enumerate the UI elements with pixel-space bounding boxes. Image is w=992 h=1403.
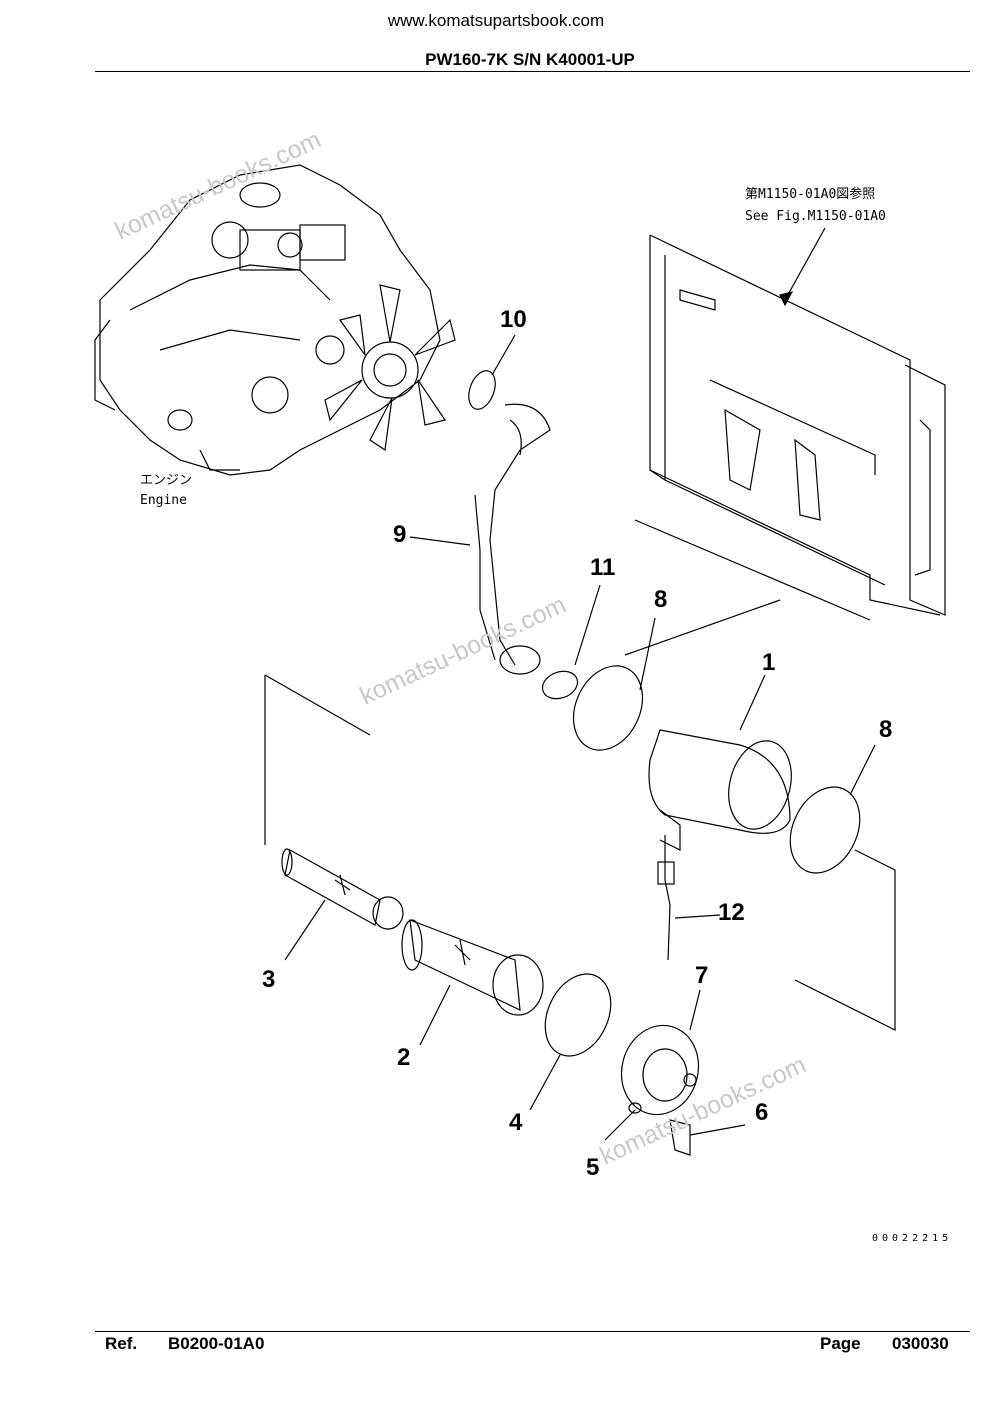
valve-6 [669, 1119, 691, 1156]
watermark: komatsu-books.com [111, 126, 326, 246]
engine-label-jp: エンジン [140, 473, 192, 488]
ref-value: B0200-01A0 [168, 1334, 265, 1353]
callout-6: 6 [755, 1099, 768, 1126]
element-2 [401, 919, 544, 1016]
site-url: www.komatsupartsbook.com [387, 11, 605, 30]
safety-element-3 [281, 848, 404, 930]
hose-end [499, 645, 541, 675]
callout-1: 1 [762, 649, 775, 676]
sensor-12-body [657, 861, 675, 885]
gasket-8-lower [789, 786, 861, 874]
hose-9 [489, 403, 551, 666]
callout-4: 4 [509, 1109, 523, 1136]
callout-8-upper: 8 [654, 586, 667, 613]
header-rule [95, 71, 970, 72]
ref-fig-en: See Fig.M1150-01A0 [745, 209, 886, 224]
watermark: komatsu-books.com [596, 1051, 811, 1171]
ref-arrow [784, 227, 826, 301]
callout-8-lower: 8 [879, 716, 892, 743]
ref-fig-jp: 第M1150-01A0図参照 [745, 186, 875, 202]
gasket-4 [544, 973, 612, 1057]
callout-2: 2 [397, 1044, 410, 1071]
callout-12: 12 [718, 899, 745, 926]
callout-3: 3 [262, 966, 275, 993]
watermark: komatsu-books.com [356, 591, 571, 711]
cover-7 [620, 1024, 700, 1116]
page-value: 030030 [892, 1334, 949, 1353]
bracket-plate [634, 234, 946, 621]
clip-5 [628, 1102, 642, 1114]
sensor-12 [664, 835, 671, 961]
engine-label-en: Engine [140, 493, 187, 508]
clamp-10 [468, 370, 496, 410]
drawing-code: 00022215 [872, 1233, 952, 1244]
footer-rule [95, 1331, 970, 1332]
ref-arrow-head [779, 291, 794, 307]
callout-11: 11 [590, 554, 615, 581]
gasket-8-upper [572, 665, 644, 751]
callout-7: 7 [695, 962, 708, 989]
clamp-11 [541, 670, 579, 700]
engine-illustration [94, 164, 456, 476]
air-cleaner-body-1 [648, 729, 792, 851]
callout-9: 9 [393, 521, 406, 548]
callout-5: 5 [586, 1154, 599, 1181]
ref-label: Ref. [105, 1334, 138, 1353]
page-label: Page [820, 1334, 861, 1353]
model-title: PW160-7K S/N K40001-UP [425, 50, 635, 69]
callout-10: 10 [500, 306, 527, 333]
